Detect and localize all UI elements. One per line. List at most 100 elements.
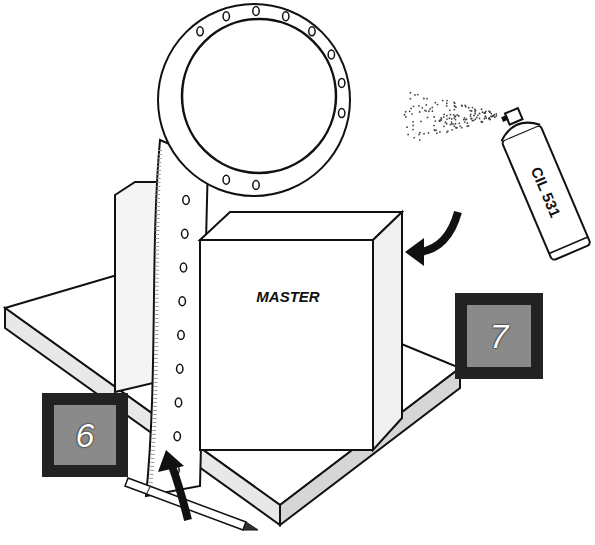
spray-dot [476, 117, 478, 119]
bolt-hole [197, 27, 203, 36]
gasket-strip [146, 140, 208, 496]
spray-dot [446, 103, 448, 105]
bolt-hole [175, 398, 181, 407]
spray-dot [441, 118, 443, 120]
spray-dot [481, 108, 483, 110]
spray-dot [442, 100, 444, 102]
spray-dot [484, 112, 486, 114]
bolt-hole [328, 50, 334, 59]
spray-dot [453, 102, 455, 104]
spray-dot [465, 119, 467, 121]
spray-dot [426, 98, 428, 100]
spray-dot [464, 117, 466, 119]
spray-dot [419, 111, 421, 113]
spray-dot [439, 131, 441, 133]
spray-dot [428, 132, 430, 134]
bolt-hole [177, 364, 183, 373]
spray-dot [446, 123, 448, 125]
spray-dot [433, 125, 435, 127]
spray-dot [410, 107, 412, 109]
spray-dot [412, 129, 414, 131]
spray-dot [489, 119, 491, 121]
spray-dot [433, 129, 435, 131]
spray-dot [413, 137, 415, 139]
spray-dot [470, 118, 472, 120]
spray-dot [470, 115, 472, 117]
spray-dot [405, 111, 407, 113]
spray-dot [413, 105, 415, 107]
spray-dot [405, 116, 407, 118]
spray-dot [463, 119, 465, 121]
bolt-hole [223, 175, 229, 184]
spray-dot [456, 114, 458, 116]
spray-dot [434, 120, 436, 122]
spray-dot [485, 115, 487, 117]
spray-dot [423, 98, 425, 100]
bolt-hole [253, 7, 259, 16]
master-block-top [200, 212, 402, 240]
spray-dot [483, 112, 485, 114]
callout-box [42, 393, 128, 477]
spray-dot [454, 105, 456, 107]
spray-dot [453, 117, 455, 119]
spray-dot [488, 118, 490, 120]
gasket-flange [158, 4, 350, 196]
spray-dot [466, 125, 468, 127]
spray-dot [409, 92, 411, 94]
spray-dot [481, 121, 483, 123]
spray-dot [443, 116, 445, 118]
spray-dot [485, 110, 487, 112]
spray-dot [475, 118, 477, 120]
spray-dot [479, 113, 481, 115]
spray-dot [459, 125, 461, 127]
spray-dot [419, 139, 421, 141]
spray-dot [419, 132, 421, 134]
spray-dot [443, 125, 445, 127]
spray-dot [427, 117, 429, 119]
spray-dot [438, 120, 440, 122]
spray-dot [474, 111, 476, 113]
spray-dot [451, 129, 453, 131]
spray-dot [484, 118, 486, 120]
spray-dot [451, 118, 453, 120]
spray-dot [489, 111, 491, 113]
spray-dot [446, 105, 448, 107]
spray-dot [429, 108, 431, 110]
spray-dot [431, 107, 433, 109]
spray-dot [443, 114, 445, 116]
spray-dot [470, 113, 472, 115]
spray-dot [495, 113, 497, 115]
spray-dot [482, 111, 484, 113]
spray-dot [456, 127, 458, 129]
spray-dot [489, 111, 491, 113]
spray-dot [404, 114, 406, 116]
spray-dot [456, 127, 458, 129]
spray-dot [466, 122, 468, 124]
gasket-shading [150, 150, 160, 492]
spray-dot [471, 110, 473, 112]
spray-dot [446, 100, 448, 102]
bolt-hole [174, 432, 180, 441]
spray-dot [473, 115, 475, 117]
spray-dot [454, 105, 456, 107]
spray-dot [450, 114, 452, 116]
spray-dot [454, 102, 456, 104]
bolt-hole [179, 297, 185, 306]
spray-dot [407, 134, 409, 136]
spray-dot [472, 107, 474, 109]
spray-dot [433, 116, 435, 118]
bolt-hole [182, 229, 188, 238]
spray-dot [451, 123, 453, 125]
spray-dot [449, 109, 451, 111]
spray-dot [451, 121, 453, 123]
spray-dot [464, 121, 466, 123]
spray-dot [458, 115, 460, 117]
part-label: MASTER [256, 289, 319, 304]
spray-dot [435, 129, 437, 131]
spray-dot [418, 134, 420, 136]
spray-dot [488, 117, 490, 119]
spray-dot [418, 105, 420, 107]
spray-dot [425, 110, 427, 112]
spray-dot [471, 118, 473, 120]
spray-dot [411, 113, 413, 115]
